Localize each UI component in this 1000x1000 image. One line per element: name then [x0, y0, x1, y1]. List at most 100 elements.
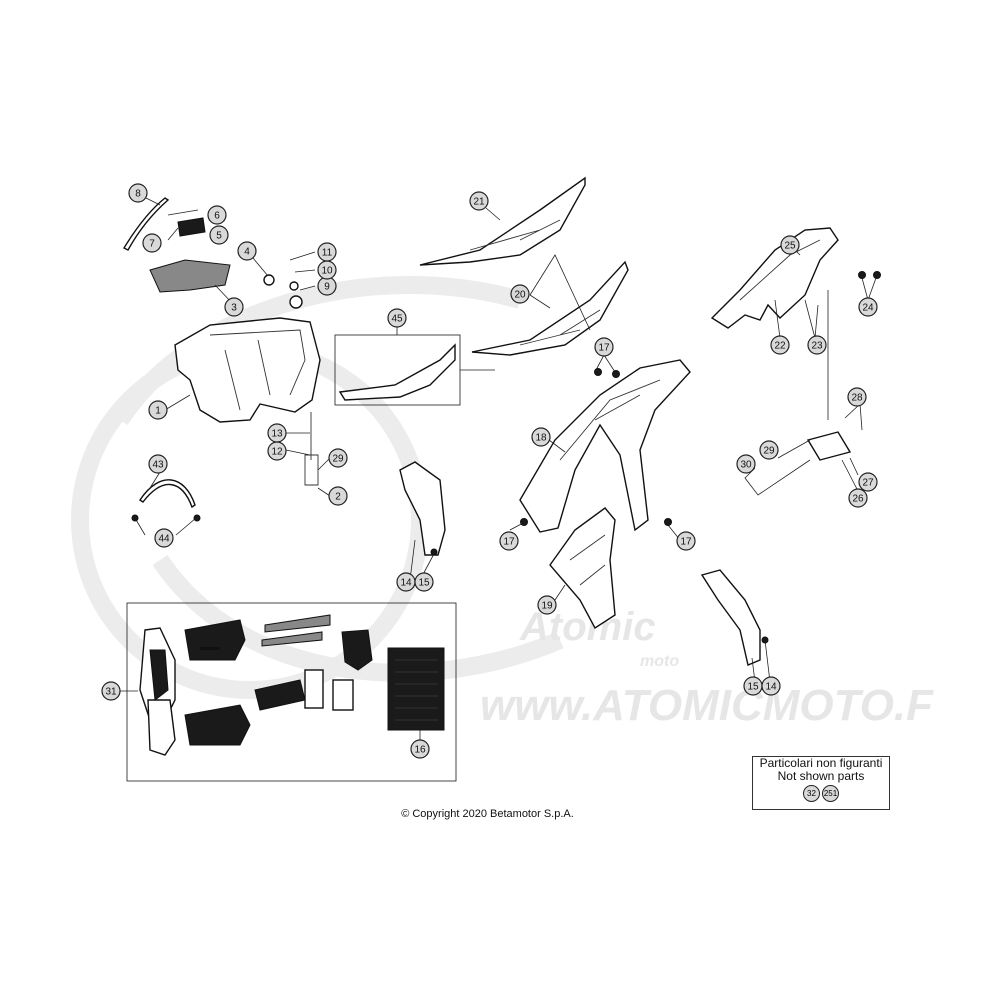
svg-text:6: 6 [214, 211, 220, 222]
callout-4: 4 [237, 241, 257, 261]
decal-rear-fender [147, 699, 176, 756]
fasteners [131, 271, 881, 644]
callout-11: 11 [317, 242, 337, 262]
callouts: 1 2 3 4 5 6 7 8 9 10 11 12 13 14 15 15 1… [101, 183, 878, 759]
copyright-notice: © Copyright 2020 Betamotor S.p.A. [401, 808, 574, 820]
callout-45: 45 [387, 308, 407, 328]
callout-29-left: 29 [328, 448, 348, 468]
svg-text:7: 7 [149, 239, 155, 250]
not-shown-codes: 32 251 [753, 785, 889, 802]
fuel-tank-group [123, 197, 321, 486]
svg-text:17: 17 [598, 343, 610, 354]
callout-15-right: 15 [743, 676, 763, 696]
frame-guard-left [399, 461, 446, 556]
callout-23: 23 [807, 335, 827, 355]
svg-text:2: 2 [335, 492, 341, 503]
svg-text:13: 13 [271, 429, 283, 440]
callout-43: 43 [148, 454, 168, 474]
svg-text:16: 16 [414, 745, 426, 756]
watermark-url: www.ATOMICMOTO.F [480, 681, 934, 730]
rear-fender-25 [710, 227, 839, 329]
decal-fork-a [304, 669, 324, 709]
not-shown-code-251: 251 [822, 785, 839, 802]
svg-text:27: 27 [862, 478, 874, 489]
callout-28: 28 [847, 387, 867, 407]
svg-text:25: 25 [784, 241, 796, 252]
svg-text:26: 26 [852, 494, 864, 505]
svg-text:29: 29 [763, 446, 775, 457]
svg-text:23: 23 [811, 341, 823, 352]
callout-44: 44 [154, 528, 174, 548]
side-panel-19 [549, 507, 616, 630]
callout-17-right: 17 [676, 531, 696, 551]
not-shown-italian: Particolari non figuranti [759, 756, 883, 770]
svg-text:21: 21 [473, 197, 485, 208]
decal-shroud-top [184, 619, 246, 661]
svg-text:17: 17 [680, 537, 692, 548]
callout-24: 24 [858, 297, 878, 317]
svg-text:45: 45 [391, 314, 403, 325]
decal-kit: ▬▬ [139, 614, 445, 756]
decal-strip-mid [261, 631, 323, 647]
svg-text:1: 1 [155, 406, 161, 417]
svg-text:8: 8 [135, 189, 141, 200]
svg-text:11: 11 [322, 248, 333, 259]
decal-rim-block [387, 647, 445, 731]
callout-22: 22 [770, 335, 790, 355]
seat-20 [471, 260, 629, 356]
callout-13: 13 [267, 423, 287, 443]
callout-19: 19 [537, 595, 557, 615]
decal-strip-top [264, 614, 331, 633]
breather-hose [123, 197, 170, 251]
rear-fender-group [519, 227, 852, 630]
svg-text:31: 31 [105, 687, 117, 698]
svg-text:30: 30 [740, 460, 752, 471]
callout-16: 16 [410, 739, 430, 759]
fuel-tank [174, 317, 321, 423]
svg-text:10: 10 [321, 266, 333, 277]
callout-14-left: 14 [396, 572, 416, 592]
callout-6: 6 [207, 205, 227, 225]
callout-18: 18 [531, 427, 551, 447]
svg-text:15: 15 [418, 578, 430, 589]
svg-text:4: 4 [244, 247, 250, 258]
callout-26: 26 [848, 488, 868, 508]
callout-8: 8 [128, 183, 148, 203]
callout-1: 1 [148, 400, 168, 420]
not-shown-code-32: 32 [803, 785, 820, 802]
callout-31: 31 [101, 681, 121, 701]
not-shown-parts-box: Particolari non figuranti Not shown part… [752, 756, 890, 810]
decal-fork-b [332, 679, 354, 711]
svg-text:20: 20 [514, 290, 526, 301]
decal-kit-frame [126, 602, 457, 782]
decal-shroud-bottom [184, 704, 251, 746]
not-shown-english: Not shown parts [777, 769, 865, 783]
svg-text:14: 14 [400, 578, 412, 589]
svg-text:12: 12 [271, 447, 283, 458]
decal-headlight [341, 629, 373, 671]
callout-12: 12 [267, 441, 287, 461]
frame-guard-right [700, 569, 761, 666]
license-bracket [806, 431, 852, 461]
svg-text:18: 18 [535, 433, 547, 444]
callout-20: 20 [510, 284, 530, 304]
callout-9: 9 [317, 276, 337, 296]
callout-27: 27 [858, 472, 878, 492]
svg-text:24: 24 [862, 303, 874, 314]
callout-21: 21 [469, 191, 489, 211]
cable [139, 479, 196, 509]
watermark-sub: moto [640, 653, 679, 670]
callout-29-right: 29 [759, 440, 779, 460]
callout-7: 7 [142, 233, 162, 253]
callout-10: 10 [317, 260, 337, 280]
seat-cover [338, 343, 456, 401]
callout-30: 30 [736, 454, 756, 474]
callout-2: 2 [328, 486, 348, 506]
svg-text:22: 22 [774, 341, 786, 352]
svg-text:43: 43 [152, 460, 164, 471]
svg-text:19: 19 [541, 601, 553, 612]
callout-14-right: 14 [761, 676, 781, 696]
tank-cap-plate [149, 259, 231, 293]
fuel-tap-rod [304, 412, 319, 486]
